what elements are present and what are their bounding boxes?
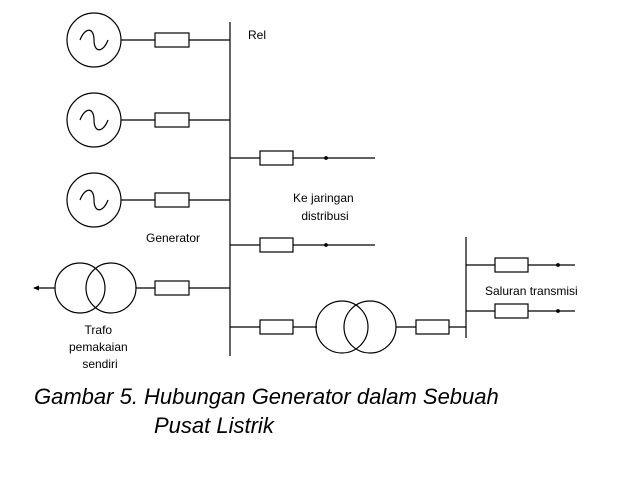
generator-2 [66,92,230,148]
distribution-feeder-2 [230,237,375,253]
distribution-feeder-1 [230,150,375,166]
circuit-breaker-icon [154,112,190,128]
transmission-line-2 [466,303,575,319]
generator-label: Generator [146,231,200,245]
circuit-breaker-icon [259,319,294,335]
circuit-breaker-icon [259,237,294,253]
circuit-breaker-icon [259,150,294,166]
circuit-breaker-icon [154,192,190,208]
transformer-icon [54,262,137,314]
caption-line-2: Pusat Listrik [154,413,274,438]
figure-caption: Gambar 5. Hubungan Generator dalam Sebua… [34,382,499,440]
circuit-breaker-icon [494,257,529,273]
circuit-breaker-icon [494,303,529,319]
transformer-icon [315,300,397,354]
circuit-breaker-icon [415,319,450,335]
aux-transformer-label: Trafo pemakaian sendiri [69,323,131,371]
caption-line-1: Gambar 5. Hubungan Generator dalam Sebua… [34,384,499,409]
transmission-label: Saluran transmisi [485,284,578,298]
transmission-line-1 [466,257,575,273]
circuit-breaker-icon [154,32,190,48]
step-up-branch [230,300,466,354]
generator-3 [66,172,230,228]
bus-label: Rel [248,28,266,42]
circuit-breaker-icon [154,280,190,296]
auxiliary-transformer-branch [33,262,230,314]
generator-1 [66,12,230,68]
distribution-label: Ke jaringan distribusi [293,191,357,223]
